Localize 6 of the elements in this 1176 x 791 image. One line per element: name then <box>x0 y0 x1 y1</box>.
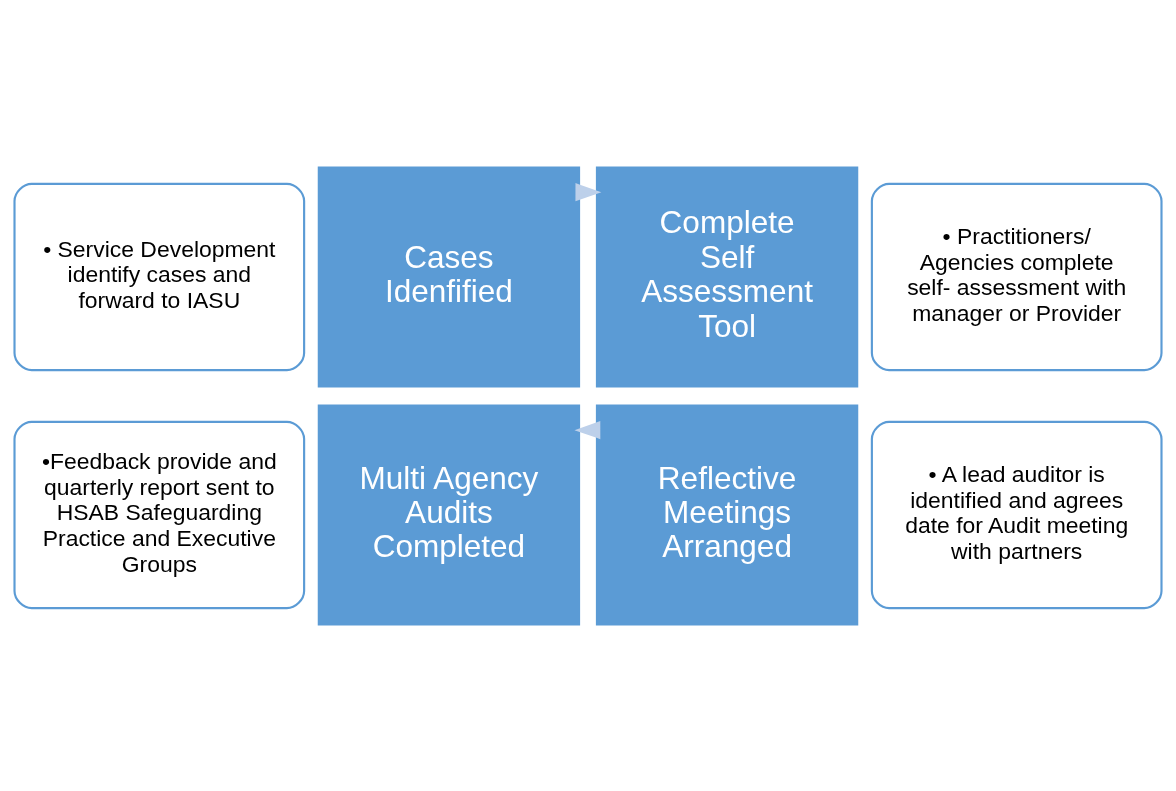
node-box: • Practitioners/ Agencies complete self- assessment with manager or Provider <box>870 182 1163 371</box>
arrow <box>574 420 601 439</box>
node-box: • A lead auditor is identified and agrees date for Audit meeting with partners <box>870 420 1163 609</box>
node-box: •Feedback provide and quarterly report sent to HSAB Safeguarding Practice and Executive Groups <box>13 420 306 609</box>
arrow <box>575 182 602 201</box>
node-box: • Service Development identify cases and forward to IASU <box>13 182 306 371</box>
